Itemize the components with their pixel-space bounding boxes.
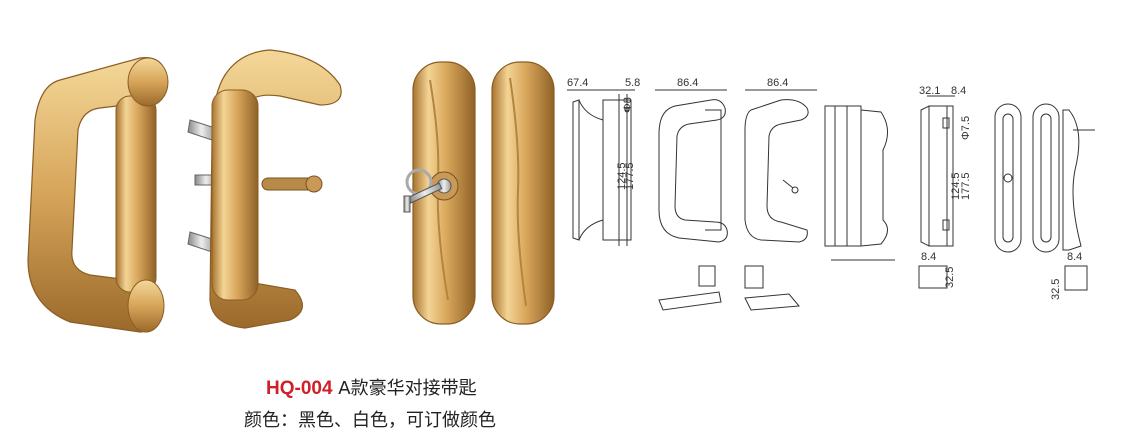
product-photos: [27, 49, 555, 333]
dim-label: 8.4: [1067, 251, 1082, 263]
drawing-d-handle-2: [744, 89, 817, 243]
drawing-narrow-side-2: [1062, 109, 1095, 251]
dim-label: 86.4: [767, 77, 788, 89]
product-title-text: A款豪华对接带匙: [338, 378, 477, 399]
drawing-narrow-side: [920, 95, 955, 247]
handle-photo-right: [187, 49, 342, 329]
dim-label: 177.5: [624, 162, 636, 190]
color-info: 颜色：黑色、白色，可订做颜色: [244, 410, 496, 431]
product-title: HQ-004 A款豪华对接带匙: [266, 376, 477, 402]
dim-label: 67.4: [567, 77, 588, 89]
flush-pull-photo: [491, 61, 555, 325]
flush-pull-with-key-photo: [403, 61, 476, 325]
drawing-flush-pull-key: [994, 103, 1022, 253]
dim-label: 124.5: [616, 162, 628, 190]
dim-label: 8.4: [951, 85, 966, 97]
dim-label: Φ7.5: [960, 116, 972, 140]
dim-label: 5.8: [625, 77, 640, 89]
dim-label: 32.5: [1050, 279, 1062, 300]
handle-photo-left: [27, 57, 169, 333]
dim-label: 8.4: [921, 251, 936, 263]
product-code: HQ-004: [266, 378, 333, 399]
key-icon: [403, 168, 443, 213]
dim-label: 32.5: [944, 267, 956, 288]
dim-label: 177.5: [960, 172, 972, 200]
drawing-latch-parts: [658, 265, 1088, 311]
dim-label: Φ8: [622, 97, 634, 112]
drawing-flush-pull: [1032, 103, 1060, 253]
dim-label: 124.5: [950, 172, 962, 200]
dim-label: 32.1: [919, 85, 940, 97]
drawing-side-profile-2: [824, 105, 895, 261]
drawing-side-profile-1: [567, 89, 635, 246]
technical-drawings: 67.4 5.8 Φ8 124.5 177.5 86.4 86.4 32.1 8…: [567, 77, 1095, 311]
dim-label: 86.4: [677, 77, 698, 89]
drawing-d-handle-1: [655, 89, 728, 243]
